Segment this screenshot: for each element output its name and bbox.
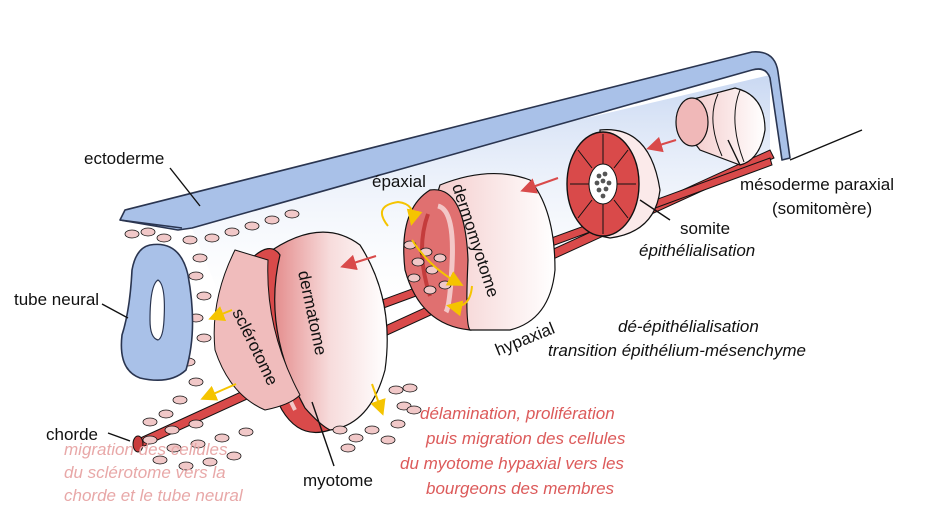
embryo-outline-line: [790, 130, 862, 160]
label-delamination-line-4: bourgeons des membres: [426, 479, 615, 498]
label-somite: somite: [680, 219, 730, 238]
label-migration-line-2: du sclérotome vers la: [64, 463, 226, 482]
label-epaxial: épaxial: [372, 172, 426, 191]
label-mesoderme-paraxial: mésoderme paraxial: [740, 175, 894, 194]
label-migration-line-1: migration des cellules: [64, 440, 228, 459]
label-ectoderme: ectoderme: [84, 149, 164, 168]
neural-tube: [121, 244, 192, 380]
label-de-epithelialisation: dé-épithélialisation: [618, 317, 759, 336]
label-delamination-line-2: puis migration des cellules: [425, 429, 626, 448]
label-tube-neural: tube neural: [14, 290, 99, 309]
label-transition: transition épithélium-mésenchyme: [548, 341, 806, 360]
label-delamination-line-1: délamination, prolifération: [420, 404, 615, 423]
label-delamination-line-3: du myotome hypaxial vers les: [400, 454, 624, 473]
label-myotome: myotome: [303, 471, 373, 490]
label-somitomere: (somitomère): [772, 199, 872, 218]
label-epithelialisation: épithélialisation: [639, 241, 755, 260]
label-migration-line-3: chorde et le tube neural: [64, 486, 244, 505]
